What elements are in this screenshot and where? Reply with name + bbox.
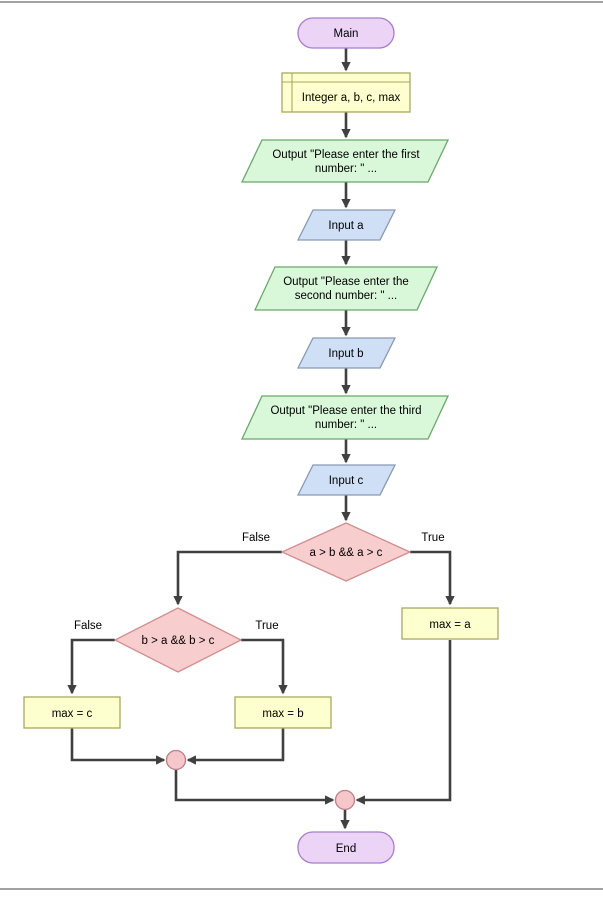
- declare-box[interactable]: [281, 72, 411, 113]
- decision-b-true-label: True: [255, 620, 278, 632]
- input-b-label: Input b: [328, 348, 363, 360]
- connector-max-b-join1[interactable]: [186, 728, 285, 765]
- output-third-line1: Output "Please enter the third: [270, 405, 421, 417]
- assign-max-a-label: max = a: [429, 619, 471, 631]
- connector-decision-a-false[interactable]: [173, 550, 282, 606]
- connector-decision-b-false[interactable]: [67, 638, 115, 695]
- input-parallelogram-c[interactable]: [296, 464, 397, 496]
- connectors: [67, 48, 455, 830]
- input-parallelogram-b[interactable]: [296, 337, 397, 369]
- connector-max-c-join1[interactable]: [70, 728, 166, 765]
- output-parallelogram-third[interactable]: [240, 395, 450, 440]
- input-parallelogram-a[interactable]: [296, 209, 397, 241]
- join-circle-1: [165, 749, 187, 771]
- connector-max-a-join2[interactable]: [355, 640, 452, 805]
- decision-b-false-label: False: [74, 620, 102, 632]
- output-second-line2: second number: " ...: [295, 290, 398, 302]
- assign-max-b-label: max = b: [262, 708, 303, 720]
- output-parallelogram-first[interactable]: [240, 139, 450, 183]
- decision-b-label: b > a && b > c: [142, 635, 215, 647]
- connector-join1-join2[interactable]: [174, 770, 335, 805]
- output-second-line1: Output "Please enter the: [283, 276, 409, 288]
- decision-a-false-label: False: [242, 532, 270, 544]
- decision-a-label: a > b && a > c: [310, 547, 383, 559]
- start-terminal[interactable]: [297, 17, 395, 49]
- connector-decision-a-true[interactable]: [410, 550, 455, 606]
- output-first-line2: number: " ...: [315, 163, 377, 175]
- join-circle-2: [334, 789, 356, 811]
- assign-box-max-c[interactable]: [23, 696, 121, 729]
- input-c-label: Input c: [329, 475, 364, 487]
- declare-label: Integer a, b, c, max: [302, 92, 401, 104]
- output-parallelogram-second[interactable]: [253, 266, 439, 311]
- decision-a-true-label: True: [421, 532, 444, 544]
- decision-diamond-b[interactable]: [113, 607, 243, 673]
- assign-box-max-a[interactable]: [401, 607, 499, 640]
- end-terminal-label: End: [336, 843, 356, 855]
- input-a-label: Input a: [328, 220, 364, 232]
- start-terminal-label: Main: [334, 28, 359, 40]
- assign-max-c-label: max = c: [52, 708, 93, 720]
- connector-decision-b-true[interactable]: [241, 638, 288, 695]
- decision-diamond-a[interactable]: [280, 522, 412, 582]
- assign-box-max-b[interactable]: [234, 696, 332, 729]
- output-third-line2: number: " ...: [315, 419, 377, 431]
- output-first-line1: Output "Please enter the first: [272, 149, 420, 161]
- end-terminal[interactable]: [297, 831, 395, 864]
